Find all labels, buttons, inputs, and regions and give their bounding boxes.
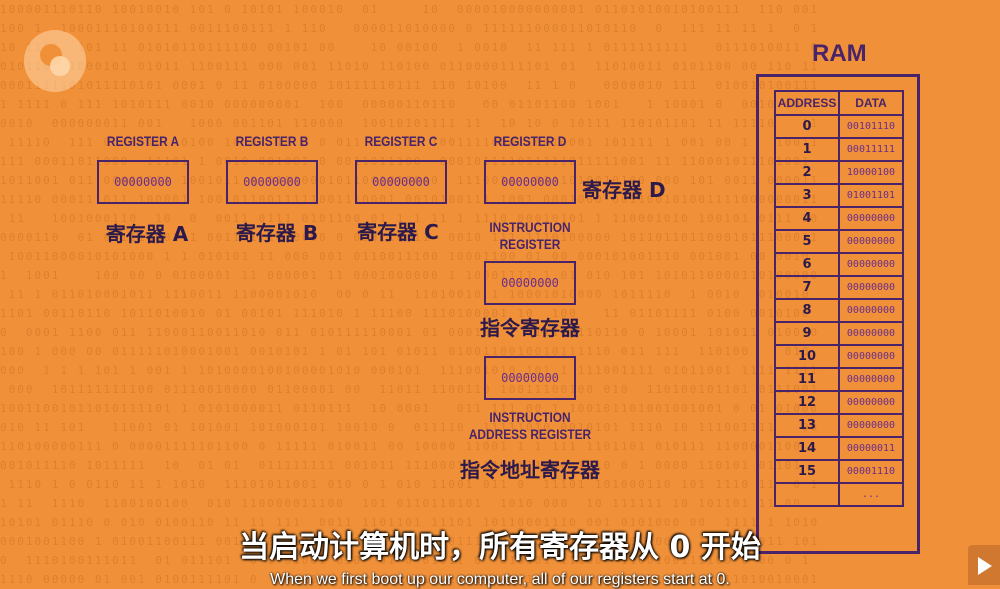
ram-address-cell: 7: [774, 275, 840, 300]
instruction-address-register-value: 00000000: [501, 371, 559, 385]
ram-address-cell: 8: [774, 298, 840, 323]
ram-data-cell: 00001110: [838, 459, 904, 484]
ram-header-data: DATA: [838, 90, 904, 116]
instruction-address-register-label-line2: ADDRESS REGISTER: [468, 426, 592, 442]
register-a-box: 00000000: [97, 160, 189, 204]
ram-address-cell: 11: [774, 367, 840, 392]
ram-data-cell: 00000000: [838, 206, 904, 231]
register-c-cn-label: 寄存器 C: [357, 220, 439, 244]
instruction-register-cn-label: 指令寄存器: [480, 316, 580, 340]
instruction-address-register-label-line1: INSTRUCTION: [489, 409, 571, 425]
ram-address-cell: 13: [774, 413, 840, 438]
ram-data-cell: 00000000: [838, 298, 904, 323]
ram-data-cell: 00000011: [838, 436, 904, 461]
instruction-address-register-cn-label: 指令地址寄存器: [460, 458, 600, 482]
subtitle-english: When we first boot up our computer, all …: [270, 571, 730, 588]
ram-title: RAM: [812, 40, 867, 67]
subtitle-chinese: 当启动计算机时，所有寄存器从 0 开始: [239, 530, 761, 565]
ram-address-cell: 2: [774, 160, 840, 185]
ram-data-cell: 00000000: [838, 321, 904, 346]
ram-data-cell: 00101110: [838, 114, 904, 139]
ram-data-cell: ...: [838, 482, 904, 507]
ram-data-cell: 00000000: [838, 344, 904, 369]
ram-address-cell: [774, 482, 840, 507]
register-c-box: 00000000: [355, 160, 447, 204]
ram-address-cell: 4: [774, 206, 840, 231]
instruction-register-label-line1: INSTRUCTION: [489, 219, 571, 235]
ram-data-cell: 00000000: [838, 367, 904, 392]
ram-data-cell: 00000000: [838, 252, 904, 277]
ram-address-cell: 15: [774, 459, 840, 484]
ram-data-cell: 00011111: [838, 137, 904, 162]
ram-header-address: ADDRESS: [774, 90, 840, 116]
ram-address-cell: 0: [774, 114, 840, 139]
register-c-label: REGISTER C: [364, 133, 438, 149]
ram-address-cell: 6: [774, 252, 840, 277]
ram-data-cell: 01001101: [838, 183, 904, 208]
ram-address-cell: 1: [774, 137, 840, 162]
ram-data-cell: 00000000: [838, 275, 904, 300]
instruction-register-value: 00000000: [501, 276, 559, 290]
play-icon[interactable]: [968, 545, 1000, 585]
register-c-value: 00000000: [372, 175, 430, 189]
ram-address-cell: 9: [774, 321, 840, 346]
register-d-box: 00000000: [484, 160, 576, 204]
register-a-value: 00000000: [114, 175, 172, 189]
register-a-cn-label: 寄存器 A: [105, 222, 189, 246]
register-d-value: 00000000: [501, 175, 559, 189]
ram-address-cell: 3: [774, 183, 840, 208]
pbs-logo-icon: [24, 30, 86, 92]
instruction-register-label-line2: REGISTER: [499, 236, 561, 252]
ram-row: ...: [774, 482, 904, 507]
instruction-address-register-box: 00000000: [484, 356, 576, 400]
register-b-label: REGISTER B: [235, 133, 309, 149]
instruction-register-box: 00000000: [484, 261, 576, 305]
ram-data-cell: 00000000: [838, 229, 904, 254]
register-b-cn-label: 寄存器 B: [235, 221, 319, 245]
ram-frame: [756, 74, 920, 554]
register-a-label: REGISTER A: [106, 133, 180, 149]
ram-address-cell: 10: [774, 344, 840, 369]
ram-data-cell: 00000000: [838, 390, 904, 415]
ram-data-cell: 10000100: [838, 160, 904, 185]
register-b-value: 00000000: [243, 175, 301, 189]
register-b-box: 00000000: [226, 160, 318, 204]
ram-address-cell: 14: [774, 436, 840, 461]
ram-address-cell: 12: [774, 390, 840, 415]
ram-address-cell: 5: [774, 229, 840, 254]
register-d-cn-label: 寄存器 D: [582, 178, 666, 202]
ram-data-cell: 00000000: [838, 413, 904, 438]
register-d-label: REGISTER D: [493, 133, 567, 149]
